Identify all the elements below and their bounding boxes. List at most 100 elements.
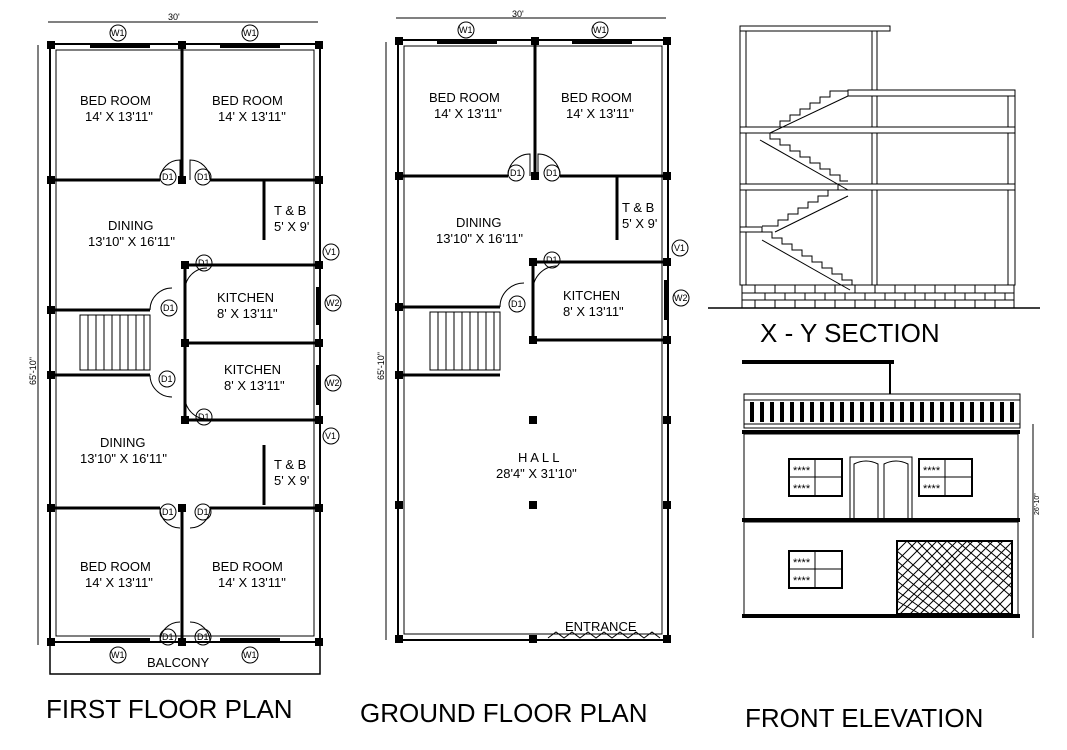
svg-text:****: **** xyxy=(793,575,811,587)
door-swing xyxy=(184,267,208,291)
room-name: DINING xyxy=(100,435,146,450)
room-name: T & B xyxy=(274,457,306,472)
room-size: 14' X 13'11" xyxy=(566,106,634,121)
svg-text:D1: D1 xyxy=(510,168,522,178)
door-swing xyxy=(189,621,211,643)
height-dimension-label: 26'-10" xyxy=(1034,493,1041,515)
room-name: BED ROOM xyxy=(561,90,632,105)
xy-section: X - Y SECTION xyxy=(708,25,1040,348)
svg-text:D1: D1 xyxy=(511,299,523,309)
tag-bubbles: W1 W1 D1 D1 V1 D1 D1 W2 xyxy=(457,21,690,313)
tag-bubbles: W1 W1 D1 D1 V1 D1 D1 W2 D1 W2 D1 V1 D1 D… xyxy=(109,24,342,664)
room-size: 13'10" X 16'11" xyxy=(88,234,175,249)
room-name: T & B xyxy=(622,200,654,215)
svg-text:W1: W1 xyxy=(593,25,607,35)
plinth-band xyxy=(742,614,1020,618)
floor-slab xyxy=(739,126,1016,134)
room-size: 14' X 13'11" xyxy=(85,575,153,590)
balcony-label: BALCONY xyxy=(147,655,209,670)
landing xyxy=(739,226,763,233)
svg-text:W1: W1 xyxy=(243,28,257,38)
width-dimension-label: 30' xyxy=(512,9,524,19)
room-size: 13'10" X 16'11" xyxy=(436,231,523,246)
plinth xyxy=(741,284,1015,309)
room-name: KITCHEN xyxy=(563,288,620,303)
svg-text:****: **** xyxy=(923,483,941,495)
svg-text:W1: W1 xyxy=(111,28,125,38)
svg-text:D1: D1 xyxy=(162,632,174,642)
room-name: BED ROOM xyxy=(429,90,500,105)
cornice xyxy=(742,430,1020,434)
room-name: H A L L xyxy=(518,450,559,465)
room-name: KITCHEN xyxy=(217,290,274,305)
section-title: X - Y SECTION xyxy=(760,318,940,348)
room-name: T & B xyxy=(274,203,306,218)
room-size: 14' X 13'11" xyxy=(218,575,286,590)
svg-text:D1: D1 xyxy=(198,412,210,422)
roof-slab xyxy=(847,89,1016,97)
room-size: 8' X 13'11" xyxy=(563,304,624,319)
room-size: 8' X 13'11" xyxy=(217,306,278,321)
room-size: 28'4" X 31'10" xyxy=(496,466,577,481)
floor-slab xyxy=(739,183,1016,191)
structural-columns xyxy=(395,37,671,643)
first-floor-plan: 30' 65'-10" xyxy=(28,12,342,724)
staircase xyxy=(79,314,151,371)
room-name: KITCHEN xyxy=(224,362,281,377)
stair-flights xyxy=(759,90,853,291)
room-name: BED ROOM xyxy=(80,559,151,574)
parapet xyxy=(743,393,1021,429)
room-size: 13'10" X 16'11" xyxy=(80,451,167,466)
elevation-title: FRONT ELEVATION xyxy=(745,703,983,733)
svg-text:D1: D1 xyxy=(161,374,173,384)
svg-text:W1: W1 xyxy=(243,650,257,660)
door-swing xyxy=(149,287,173,311)
svg-text:V1: V1 xyxy=(325,247,336,257)
width-dimension-label: 30' xyxy=(168,12,180,22)
parapet-balustrade xyxy=(744,399,1020,425)
entrance-opening xyxy=(547,631,661,639)
door-swing xyxy=(189,159,211,181)
svg-text:D1: D1 xyxy=(163,303,175,313)
svg-text:W2: W2 xyxy=(326,378,340,388)
svg-text:D1: D1 xyxy=(546,168,558,178)
svg-text:W2: W2 xyxy=(326,298,340,308)
svg-text:D1: D1 xyxy=(162,172,174,182)
entrance-label: ENTRANCE xyxy=(565,619,637,634)
room-size: 14' X 13'11" xyxy=(434,106,502,121)
svg-text:****: **** xyxy=(923,465,941,477)
svg-text:D1: D1 xyxy=(198,258,210,268)
svg-text:W1: W1 xyxy=(111,650,125,660)
depth-dimension-label: 65'-10" xyxy=(376,352,386,380)
room-name: BED ROOM xyxy=(212,559,283,574)
room-size: 5' X 9' xyxy=(622,216,657,231)
door-swing xyxy=(532,265,558,291)
room-size: 8' X 13'11" xyxy=(224,378,285,393)
shutter-grille xyxy=(896,540,1013,615)
svg-text:****: **** xyxy=(793,465,811,477)
section-wall-left xyxy=(739,27,747,286)
window: **** **** xyxy=(918,458,973,497)
staircase xyxy=(429,311,501,371)
svg-text:****: **** xyxy=(793,557,811,569)
svg-text:****: **** xyxy=(793,483,811,495)
room-name: BED ROOM xyxy=(212,93,283,108)
brick-pattern xyxy=(742,285,1014,308)
room-name: DINING xyxy=(108,218,154,233)
door-swing xyxy=(149,374,173,398)
room-name: DINING xyxy=(456,215,502,230)
roof-slab xyxy=(739,25,891,32)
room-name: BED ROOM xyxy=(80,93,151,108)
room-size: 14' X 13'11" xyxy=(218,109,286,124)
plan-title: FIRST FLOOR PLAN xyxy=(46,694,293,724)
room-size: 14' X 13'11" xyxy=(85,109,153,124)
structural-columns xyxy=(47,41,323,646)
svg-text:D1: D1 xyxy=(197,507,209,517)
svg-text:D1: D1 xyxy=(162,507,174,517)
door-swing xyxy=(184,396,208,420)
door-swing xyxy=(189,507,211,529)
svg-text:W1: W1 xyxy=(459,25,473,35)
svg-text:D1: D1 xyxy=(197,172,209,182)
room-size: 5' X 9' xyxy=(274,219,309,234)
